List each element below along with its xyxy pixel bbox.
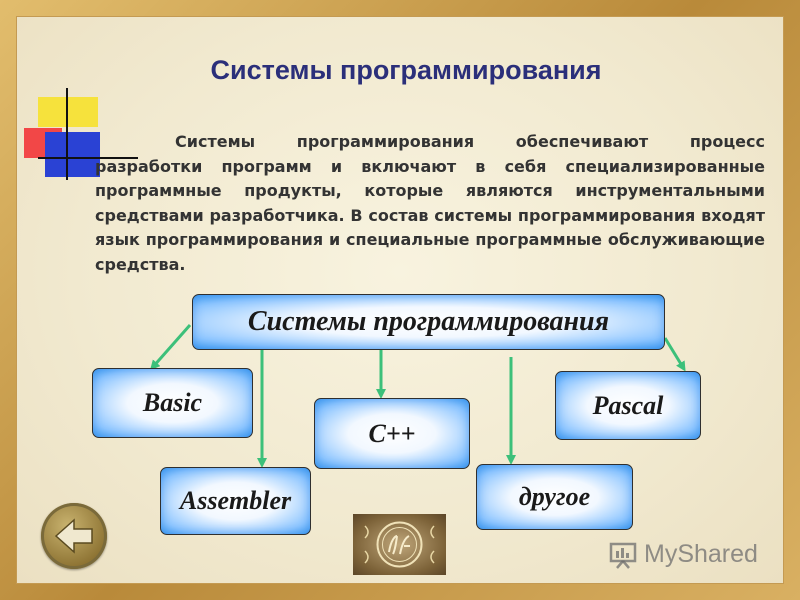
description-paragraph: Системы программирования обеспечивают пр… [95, 132, 765, 274]
node-other: другое [476, 464, 633, 530]
monogram-seal-icon [364, 521, 435, 568]
watermark-text: MyShared [644, 539, 758, 568]
node-basic: Basic [92, 368, 253, 438]
node-assembler: Assembler [160, 467, 311, 535]
presentation-icon [609, 542, 637, 569]
arrow-to-pascal [663, 337, 686, 372]
node-cpp: C++ [314, 398, 470, 469]
arrow-to-basic [150, 324, 192, 371]
watermark: MyShared [608, 537, 758, 571]
root-node: Системы программирования [192, 294, 665, 350]
back-button[interactable] [41, 503, 107, 569]
monogram-seal [353, 514, 446, 575]
slide-title: Системы программирования [210, 55, 602, 85]
back-arrow-icon [54, 518, 93, 554]
node-pascal: Pascal [555, 371, 701, 440]
